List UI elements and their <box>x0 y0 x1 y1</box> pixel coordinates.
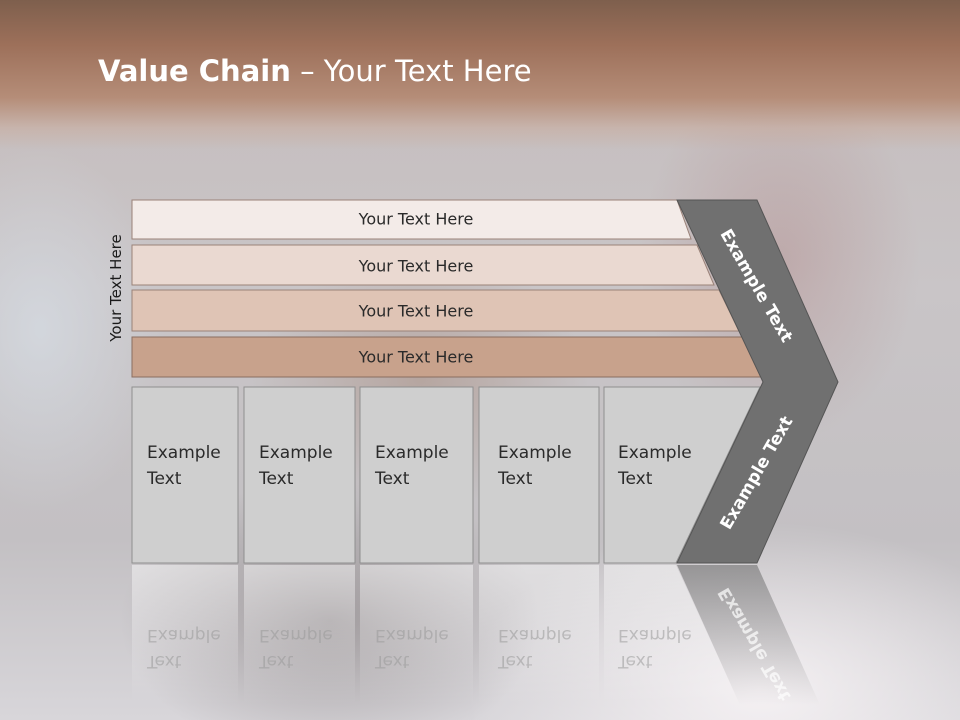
column-3-line1: Example <box>375 443 449 463</box>
bar-1-label: Your Text Here <box>358 209 474 229</box>
column-4-reflection <box>479 565 599 705</box>
title-band <box>0 0 960 150</box>
column-2-reflection <box>244 565 355 705</box>
side-label: Your Text Here <box>107 234 125 342</box>
title-bold: Value Chain <box>98 54 291 88</box>
column-1-line1: Example <box>147 443 221 463</box>
column-5-reflection <box>604 565 740 705</box>
column-1-line2: Text <box>147 469 182 489</box>
column-5-line1: Example <box>618 443 692 463</box>
column-2-line2: Text <box>259 469 294 489</box>
column-1-box <box>131 386 239 564</box>
column-5-line2: Text <box>618 469 653 489</box>
bar-4-label: Your Text Here <box>358 347 474 367</box>
bar-3-label: Your Text Here <box>358 301 474 321</box>
column-4-box <box>478 386 600 564</box>
column-3-reflection <box>360 565 473 705</box>
column-2-box <box>243 386 356 564</box>
column-5-box <box>603 386 761 564</box>
bar-2-label: Your Text Here <box>358 256 474 276</box>
chevron-reflection <box>677 565 820 705</box>
title-rest: – Your Text Here <box>290 54 532 88</box>
column-2-line1: Example <box>259 443 333 463</box>
chevron-arrow <box>676 199 839 564</box>
slide-title: Value Chain – Your Text Here <box>98 54 532 88</box>
bar-1 <box>131 199 692 240</box>
column-4-line1: Example <box>498 443 572 463</box>
column-1-reflection <box>132 565 238 705</box>
column-3-box <box>359 386 474 564</box>
bar-2 <box>131 244 715 286</box>
column-3-line2: Text <box>375 469 410 489</box>
column-4-line2: Text <box>498 469 533 489</box>
